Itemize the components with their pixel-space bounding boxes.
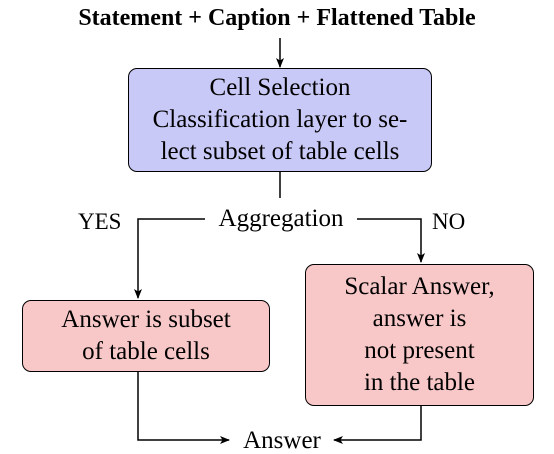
scalar-answer-line-3: not present	[364, 337, 475, 364]
arrow-no-branch	[357, 218, 425, 263]
cell-selection-line-2: Classification layer to se-	[152, 106, 408, 133]
arrow-subset-to-answer	[137, 372, 230, 444]
diagram-title: Statement + Caption + Flattened Table	[78, 5, 476, 31]
cell-selection-box: Cell Selection Classification layer to s…	[128, 68, 432, 172]
arrow-yes-branch	[134, 218, 205, 299]
aggregation-label: Aggregation	[218, 205, 344, 232]
subset-answer-line-2: of table cells	[82, 338, 210, 365]
cell-selection-line-3: lect subset of table cells	[160, 138, 400, 165]
arrow-scalar-to-answer	[333, 406, 422, 444]
subset-answer-line-1: Answer is subset	[61, 306, 231, 333]
no-branch-label: NO	[432, 209, 466, 234]
scalar-answer-line-2: answer is	[372, 305, 467, 332]
subset-answer-box: Answer is subset of table cells	[22, 300, 270, 372]
answer-label: Answer	[243, 427, 321, 454]
cell-selection-line-1: Cell Selection	[209, 74, 351, 101]
yes-branch-label: YES	[78, 209, 122, 234]
scalar-answer-line-4: in the table	[363, 369, 476, 396]
scalar-answer-box: Scalar Answer, answer is not present in …	[305, 264, 534, 406]
scalar-answer-line-1: Scalar Answer,	[344, 273, 495, 300]
